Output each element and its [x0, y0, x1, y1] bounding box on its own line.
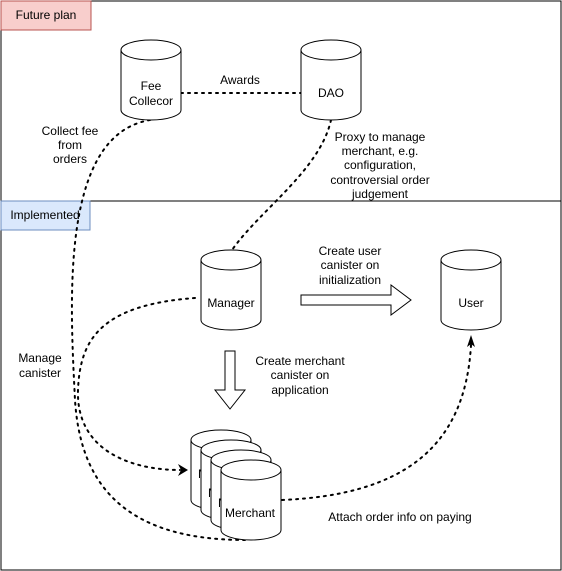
manage-canister-line2: canister: [19, 366, 61, 380]
dao-label: DAO: [318, 86, 344, 100]
merchant-node: Merchant: [220, 459, 282, 541]
create-user-line1: Create user: [319, 244, 382, 258]
create-merchant-label: Create merchant canister on application: [255, 354, 345, 397]
collect-fee-edge: [70, 119, 246, 541]
manage-canister-label: Manage canister: [18, 351, 62, 380]
proxy-line2: merchant, e.g.: [342, 144, 419, 158]
fee-collector-label-line2: Collecor: [129, 94, 173, 108]
dao-node: DAO: [300, 39, 362, 121]
manage-canister-edge: [76, 297, 196, 471]
future-plan-label: Future plan: [16, 8, 77, 22]
proxy-line3: configuration,: [344, 158, 416, 172]
create-user-label: Create user canister on initialization: [319, 244, 382, 287]
implemented-label: Implemented: [10, 208, 79, 222]
create-user-line2: canister on: [321, 258, 380, 272]
proxy-edge: [231, 119, 332, 251]
implemented-tag: Implemented: [0, 200, 91, 231]
collect-fee-line2: from: [58, 138, 82, 152]
future-plan-frame: [0, 0, 562, 202]
attach-order-label: Attach order info on paying: [328, 510, 471, 524]
create-merchant-line3: application: [271, 383, 328, 397]
create-merchant-line2: canister on: [271, 368, 330, 382]
awards-label: Awards: [220, 73, 260, 87]
create-user-arrow: [300, 284, 412, 316]
manage-canister-arrowhead: [178, 464, 188, 476]
manager-label: Manager: [207, 296, 254, 310]
manager-node: Manager: [200, 249, 262, 331]
user-node: User: [440, 249, 502, 331]
collect-fee-line1: Collect fee: [42, 124, 99, 138]
manage-canister-line1: Manage: [18, 351, 62, 365]
proxy-line4: controversial order: [330, 173, 429, 187]
proxy-label: Proxy to manage merchant, e.g. configura…: [330, 130, 429, 201]
create-user-line3: initialization: [319, 273, 381, 287]
future-plan-tag: Future plan: [0, 0, 92, 31]
implemented-frame: [0, 200, 562, 571]
merchant-label: Merchant: [225, 506, 276, 520]
proxy-line1: Proxy to manage: [335, 130, 426, 144]
collect-fee-line3: orders: [53, 152, 87, 166]
fee-collector-node: Fee Collecor: [120, 39, 182, 121]
create-merchant-arrow: [213, 350, 247, 410]
user-label: User: [458, 296, 483, 310]
merchant-stack: M M M Merchant: [190, 429, 282, 541]
attach-order-edge: [281, 344, 472, 501]
proxy-line5: judgement: [351, 187, 409, 201]
collect-fee-label: Collect fee from orders: [42, 124, 99, 166]
attach-order-arrowhead: [467, 335, 475, 347]
fee-collector-label-line1: Fee: [141, 79, 162, 93]
create-merchant-line1: Create merchant: [255, 354, 345, 368]
